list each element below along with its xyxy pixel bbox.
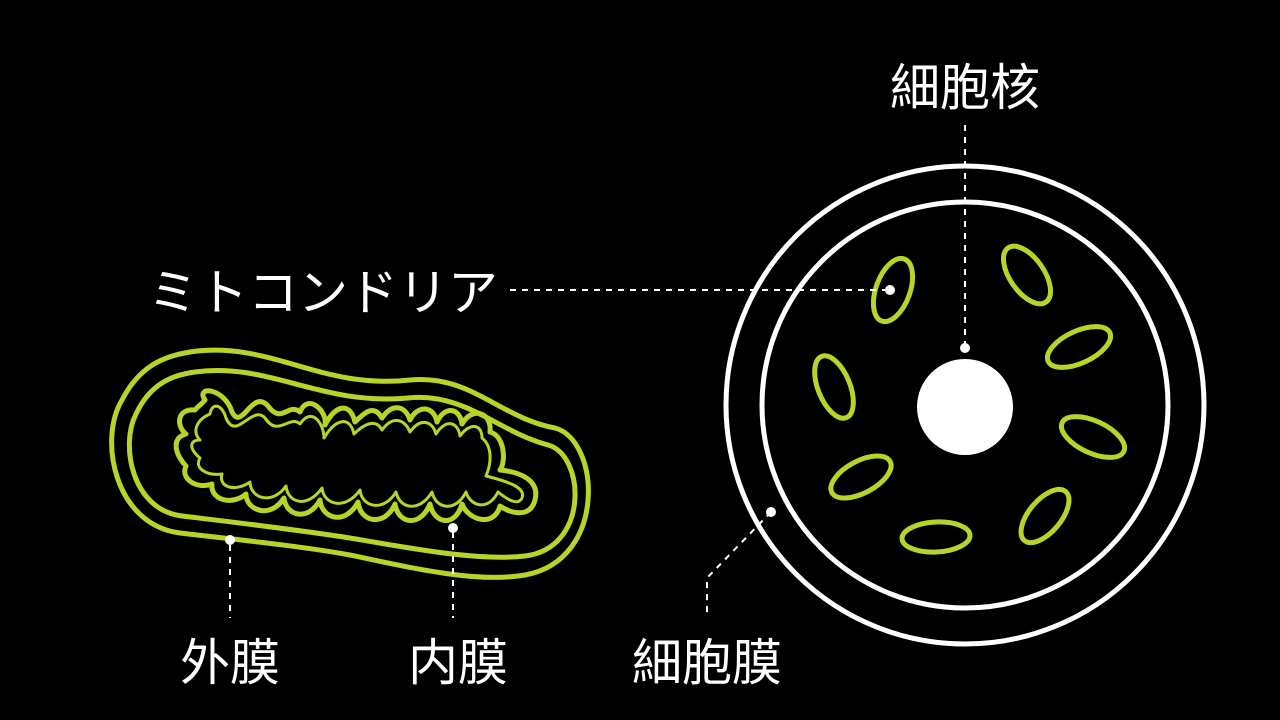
outer-membrane-label: 外膜	[180, 634, 280, 692]
organelle-ellipse	[812, 353, 856, 421]
mitochondrion	[109, 347, 591, 580]
cell-membrane-dot	[766, 507, 776, 517]
mitochondria-dot	[885, 285, 895, 295]
inner-membrane-dot	[448, 523, 458, 533]
nucleus	[917, 359, 1013, 455]
cell-membrane-label: 細胞膜	[632, 634, 782, 692]
organelle-ellipse	[1058, 414, 1128, 460]
nucleus-dot	[960, 343, 970, 353]
organelle-ellipse	[828, 453, 894, 501]
mitochondrion-cristae-inner	[190, 404, 525, 508]
organelle-ellipse	[1018, 486, 1072, 546]
organelle-ellipse	[870, 255, 916, 325]
cell-leaders	[510, 125, 966, 618]
organelle-ellipse	[899, 519, 973, 555]
outer-membrane-dot	[225, 535, 235, 545]
mitochondrion-leaders	[229, 532, 454, 618]
nucleus-label: 細胞核	[890, 59, 1040, 117]
mitochondrion-cristae	[173, 388, 539, 523]
inner-membrane-label: 内膜	[408, 634, 508, 692]
mitochondrion-outer-membrane	[109, 347, 591, 580]
cell-mitochondria	[812, 243, 1128, 555]
mitochondrion-inner-outline	[126, 368, 578, 560]
organelle-ellipse	[1044, 324, 1114, 370]
mitochondria-label: ミトコンドリア	[148, 264, 498, 322]
organelle-ellipse	[1001, 243, 1053, 307]
